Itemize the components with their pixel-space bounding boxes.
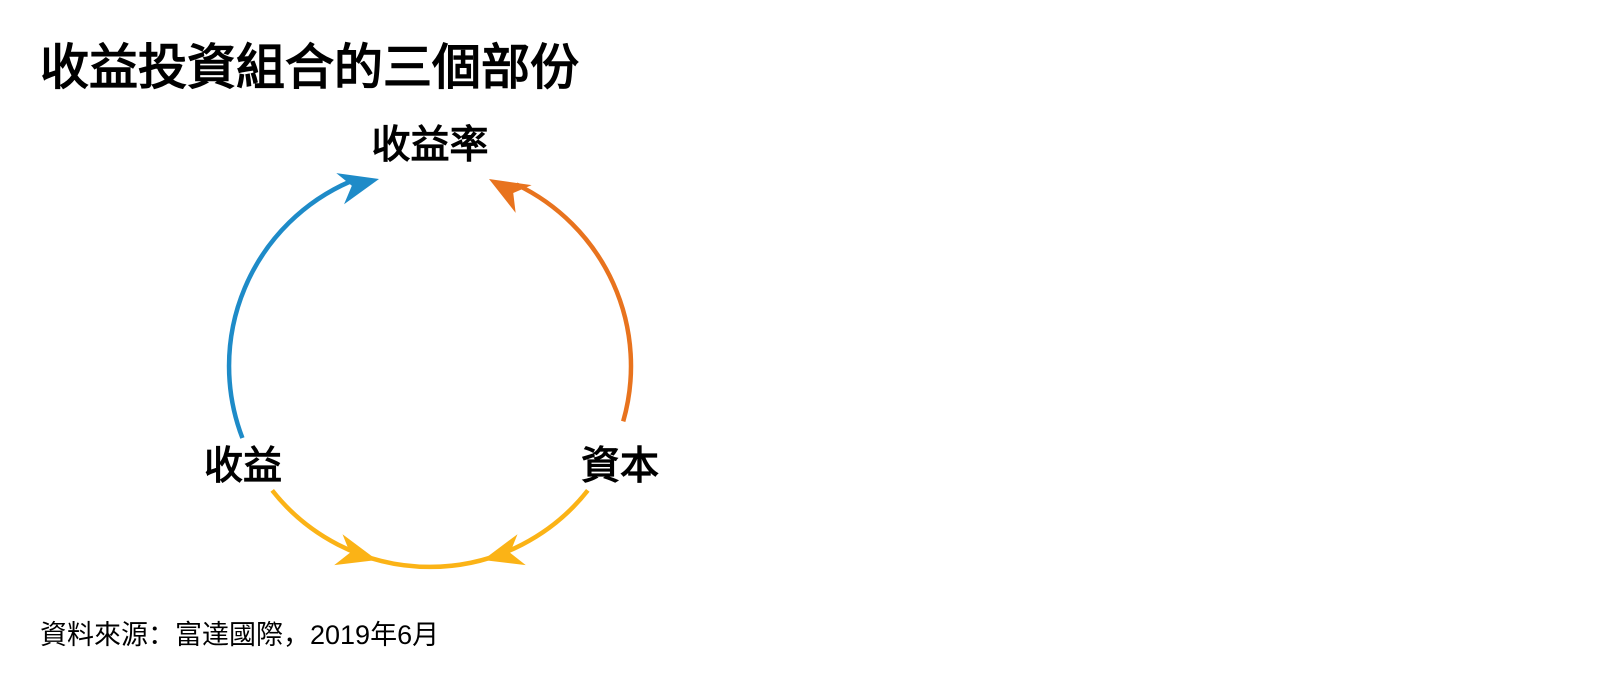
arrow-capital-to-yield-line — [515, 182, 634, 423]
arrow-capital-to-yield-head-icon — [489, 179, 532, 213]
figure-title: 收益投資組合的三個部份 — [40, 41, 580, 95]
arrow-income-to-yield-head-icon — [336, 173, 379, 205]
arrow-income-capital-exchange-line — [270, 489, 590, 570]
arrow-income-to-yield-line — [226, 179, 352, 439]
arrow-exchange-left-head-icon — [334, 534, 377, 566]
node-label-capital: 資本 — [580, 445, 660, 488]
node-label-income: 收益 — [203, 445, 283, 488]
node-label-yield: 收益率 — [371, 124, 489, 167]
source-note: 資料來源：富達國際，2019年6月 — [40, 620, 440, 650]
arrow-exchange-right-head-icon — [483, 534, 526, 566]
